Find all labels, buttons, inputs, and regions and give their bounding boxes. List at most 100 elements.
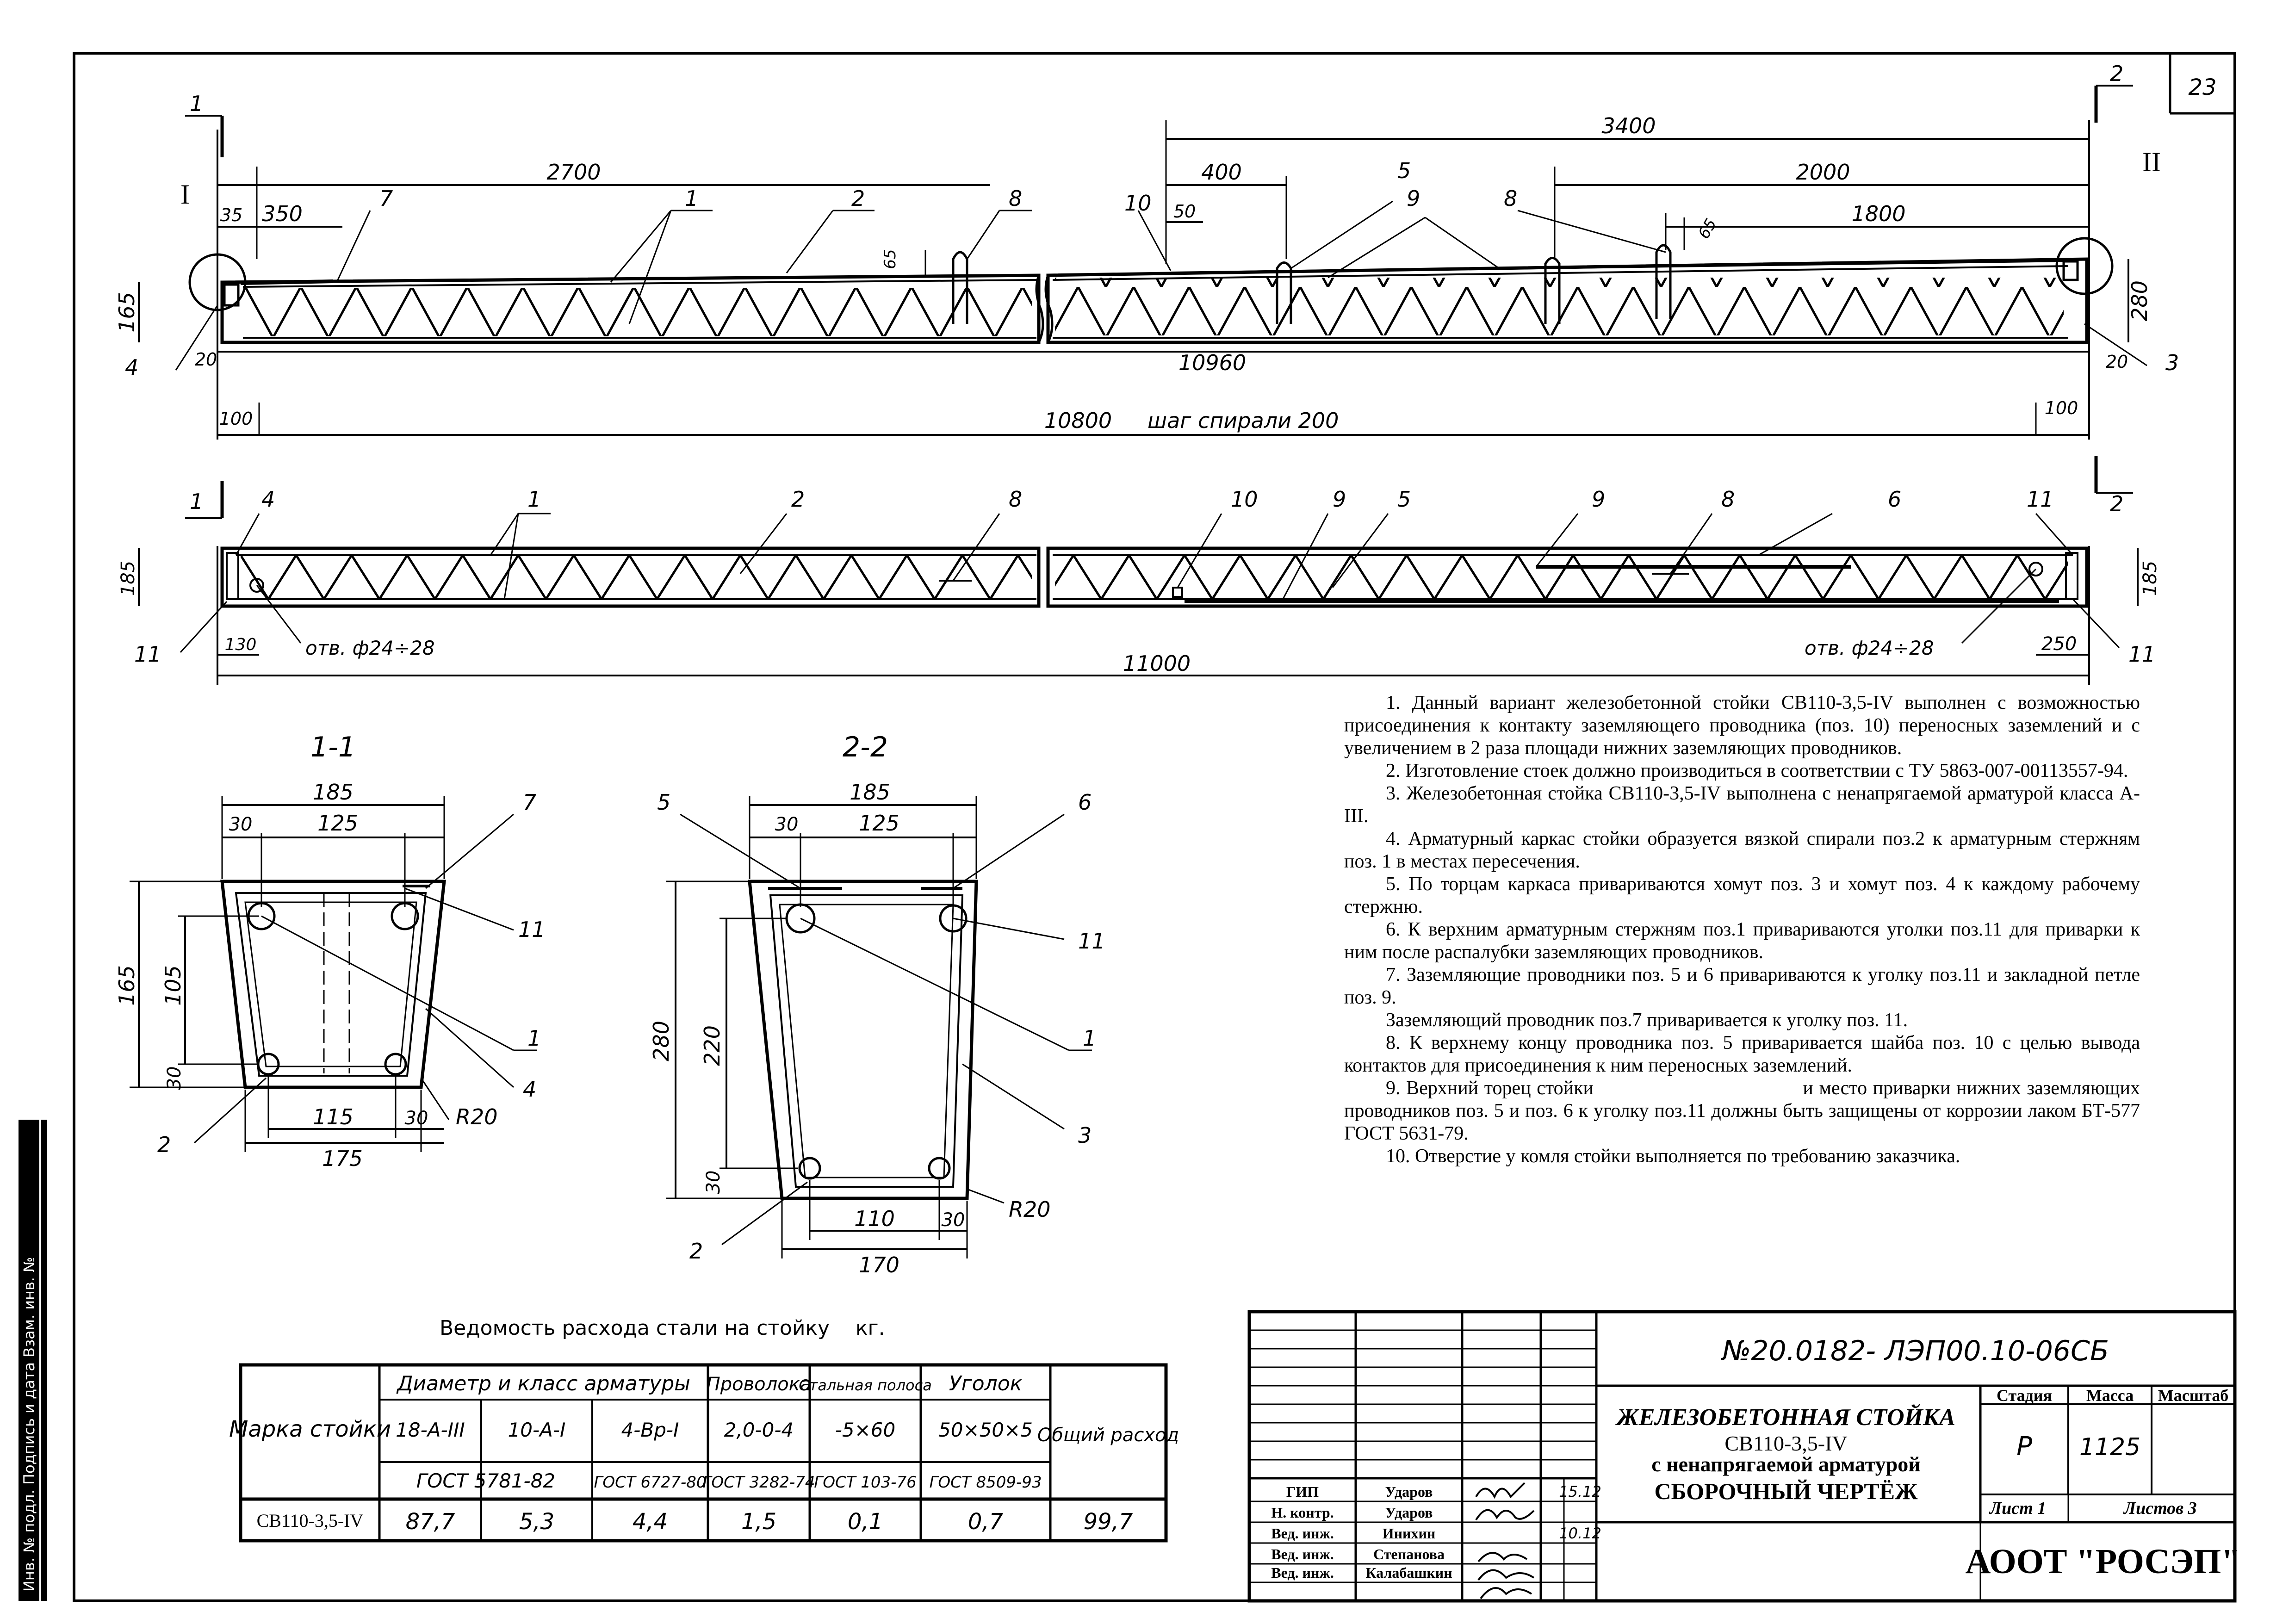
s11-dim-165: 165 — [114, 965, 139, 1006]
title-line-3: с ненапрягаемой арматурой — [1651, 1452, 1921, 1476]
val-18-AIII: 87,7 — [406, 1509, 455, 1535]
sig-date-2: 10.12 — [1559, 1525, 1601, 1542]
detail-mark-II: II — [2142, 147, 2161, 177]
s22-dim-170: 170 — [859, 1252, 899, 1277]
section-1-1-title: 1-1 — [310, 731, 356, 763]
val-strip: 0,1 — [848, 1509, 883, 1535]
gost-103: ГОСТ 103-76 — [814, 1473, 916, 1492]
dim-2700: 2700 — [546, 160, 601, 185]
dim-3400: 3400 — [1601, 113, 1656, 138]
callout-8-elev-left: 8 — [1009, 186, 1022, 211]
title-block-text: №20.0182- ЛЭП00.10-06СБ ЖЕЛЕЗОБЕТОННАЯ С… — [1271, 1335, 2240, 1581]
dim-1800: 1800 — [1851, 201, 1905, 226]
sig-name-1: Ударов — [1385, 1504, 1433, 1521]
col-strip-header: Стальная полоса — [799, 1376, 932, 1394]
gost-5781: ГОСТ 5781-82 — [416, 1469, 555, 1492]
hole-note-left: отв. ф24÷28 — [305, 637, 435, 659]
section-mark-2-top: 2 — [2110, 61, 2123, 86]
dim-280-elev: 280 — [2127, 280, 2152, 321]
s22-callout-6: 6 — [1078, 790, 1092, 815]
dim-165: 165 — [114, 292, 139, 333]
callout-4-elev: 4 — [125, 355, 138, 380]
callout-2-plan: 2 — [791, 487, 805, 512]
sig-role-4: Вед. инж. — [1271, 1564, 1334, 1581]
title-line-2: СВ110-3,5-IV — [1724, 1432, 1847, 1455]
callout-8-plan-left: 8 — [1009, 487, 1022, 512]
s22-r20: R20 — [1009, 1197, 1051, 1222]
note-2: 2. Изготовление стоек должно производить… — [1386, 760, 2128, 781]
callout-8-plan-right: 8 — [1721, 487, 1735, 512]
callout-1-elev: 1 — [685, 186, 698, 211]
section-2-2 — [666, 796, 1092, 1258]
sig-role-0: ГИП — [1286, 1483, 1319, 1500]
s22-callout-2: 2 — [689, 1239, 703, 1264]
sheets-label: Листов 3 — [2123, 1499, 2197, 1518]
s11-callout-7: 7 — [523, 790, 536, 815]
sig-name-4: Калабашкин — [1365, 1564, 1452, 1581]
val-wire: 1,5 — [741, 1509, 776, 1535]
plan-view — [138, 456, 2139, 685]
s22-dim-185: 185 — [850, 780, 890, 805]
s22-dim-30-top: 30 — [775, 814, 799, 835]
s22-dim-125: 125 — [859, 811, 899, 836]
sig-role-2: Вед. инж. — [1271, 1525, 1334, 1542]
dim-35: 35 — [220, 205, 242, 225]
elevation-labels: 2700 350 35 165 20 10960 100 10800 шаг с… — [114, 61, 2179, 433]
spec-4-VrI: 4-Вр-I — [621, 1419, 679, 1441]
sheet-label: Лист 1 — [1989, 1499, 2046, 1518]
doc-code: №20.0182- ЛЭП00.10-06СБ — [1721, 1335, 2109, 1367]
callout-5-plan: 5 — [1397, 487, 1411, 512]
callout-7-elev: 7 — [379, 186, 393, 211]
sig-role-1: Н. контр. — [1271, 1504, 1334, 1521]
callout-2-elev: 2 — [851, 186, 865, 211]
s22-callout-11: 11 — [1078, 929, 1105, 954]
val-4-VrI: 4,4 — [633, 1509, 668, 1535]
callout-9-plan-left: 9 — [1333, 487, 1346, 512]
section-mark-2-bottom: 2 — [2110, 491, 2123, 516]
scale-label: Масштаб — [2158, 1386, 2228, 1405]
spiral-pitch: шаг спирали 200 — [1148, 408, 1339, 433]
plan-labels: 185 185 130 250 11000 отв. ф24÷28 отв. ф… — [118, 487, 2161, 676]
s11-dim-105: 105 — [161, 965, 186, 1006]
s22-callout-3: 3 — [1078, 1123, 1092, 1148]
callout-4-plan: 4 — [261, 487, 275, 512]
section-1-1 — [130, 796, 537, 1152]
s11-dim-185: 185 — [313, 780, 354, 805]
callout-3-elev: 3 — [2165, 350, 2179, 375]
dim-11000: 11000 — [1123, 651, 1191, 676]
callout-11-plan-right-top: 11 — [2027, 487, 2054, 512]
s11-dim-125: 125 — [317, 811, 358, 836]
title-line-1: ЖЕЛЕЗОБЕТОННАЯ СТОЙКА — [1615, 1403, 1955, 1431]
val-10-AI: 5,3 — [519, 1509, 554, 1535]
section-mark-1-bottom: 1 — [190, 489, 203, 514]
s11-callout-4: 4 — [523, 1077, 536, 1102]
s22-callout-1: 1 — [1083, 1026, 1096, 1051]
steel-table-caption: Ведомость расхода стали на стойку кг. — [440, 1316, 885, 1340]
stage-value: Р — [2016, 1432, 2032, 1462]
col-mark-header: Марка стойки — [229, 1416, 391, 1442]
s11-callout-11: 11 — [518, 917, 546, 942]
group-rebar-header: Диаметр и класс арматуры — [396, 1372, 690, 1395]
callout-9-elev: 9 — [1407, 186, 1420, 211]
gost-3282: ГОСТ 3282-74 — [702, 1473, 815, 1492]
spec-18-AIII: 18-А-III — [396, 1419, 465, 1441]
dim-100-left: 100 — [219, 409, 253, 429]
section-2-2-labels: 2-2 185 30 125 280 220 30 110 30 170 R20… — [649, 731, 1105, 1277]
note-6: 6. К верхним арматурным стержням поз.1 п… — [1344, 919, 2140, 963]
s11-dim-30-top: 30 — [229, 814, 253, 835]
s11-r20: R20 — [456, 1104, 498, 1129]
s11-callout-2: 2 — [157, 1132, 171, 1157]
sheet-frame — [73, 52, 2236, 1602]
spec-angle: 50×50×5 — [938, 1419, 1033, 1441]
s11-callout-1: 1 — [527, 1026, 541, 1051]
note-9: 9. Верхний торец стойки и место приварки… — [1344, 1078, 2145, 1144]
dim-2000: 2000 — [1796, 160, 1850, 185]
stage-label: Стадия — [1997, 1386, 2052, 1405]
title-line-4: СБОРОЧНЫЙ ЧЕРТЁЖ — [1654, 1478, 1918, 1504]
val-angle: 0,7 — [968, 1509, 1004, 1535]
dim-10960: 10960 — [1179, 350, 1246, 375]
sheet-number: 23 — [2188, 74, 2216, 100]
spec-wire: 2,0-0-4 — [724, 1419, 794, 1441]
callout-10-elev: 10 — [1124, 191, 1152, 216]
callout-10-plan: 10 — [1231, 487, 1258, 512]
